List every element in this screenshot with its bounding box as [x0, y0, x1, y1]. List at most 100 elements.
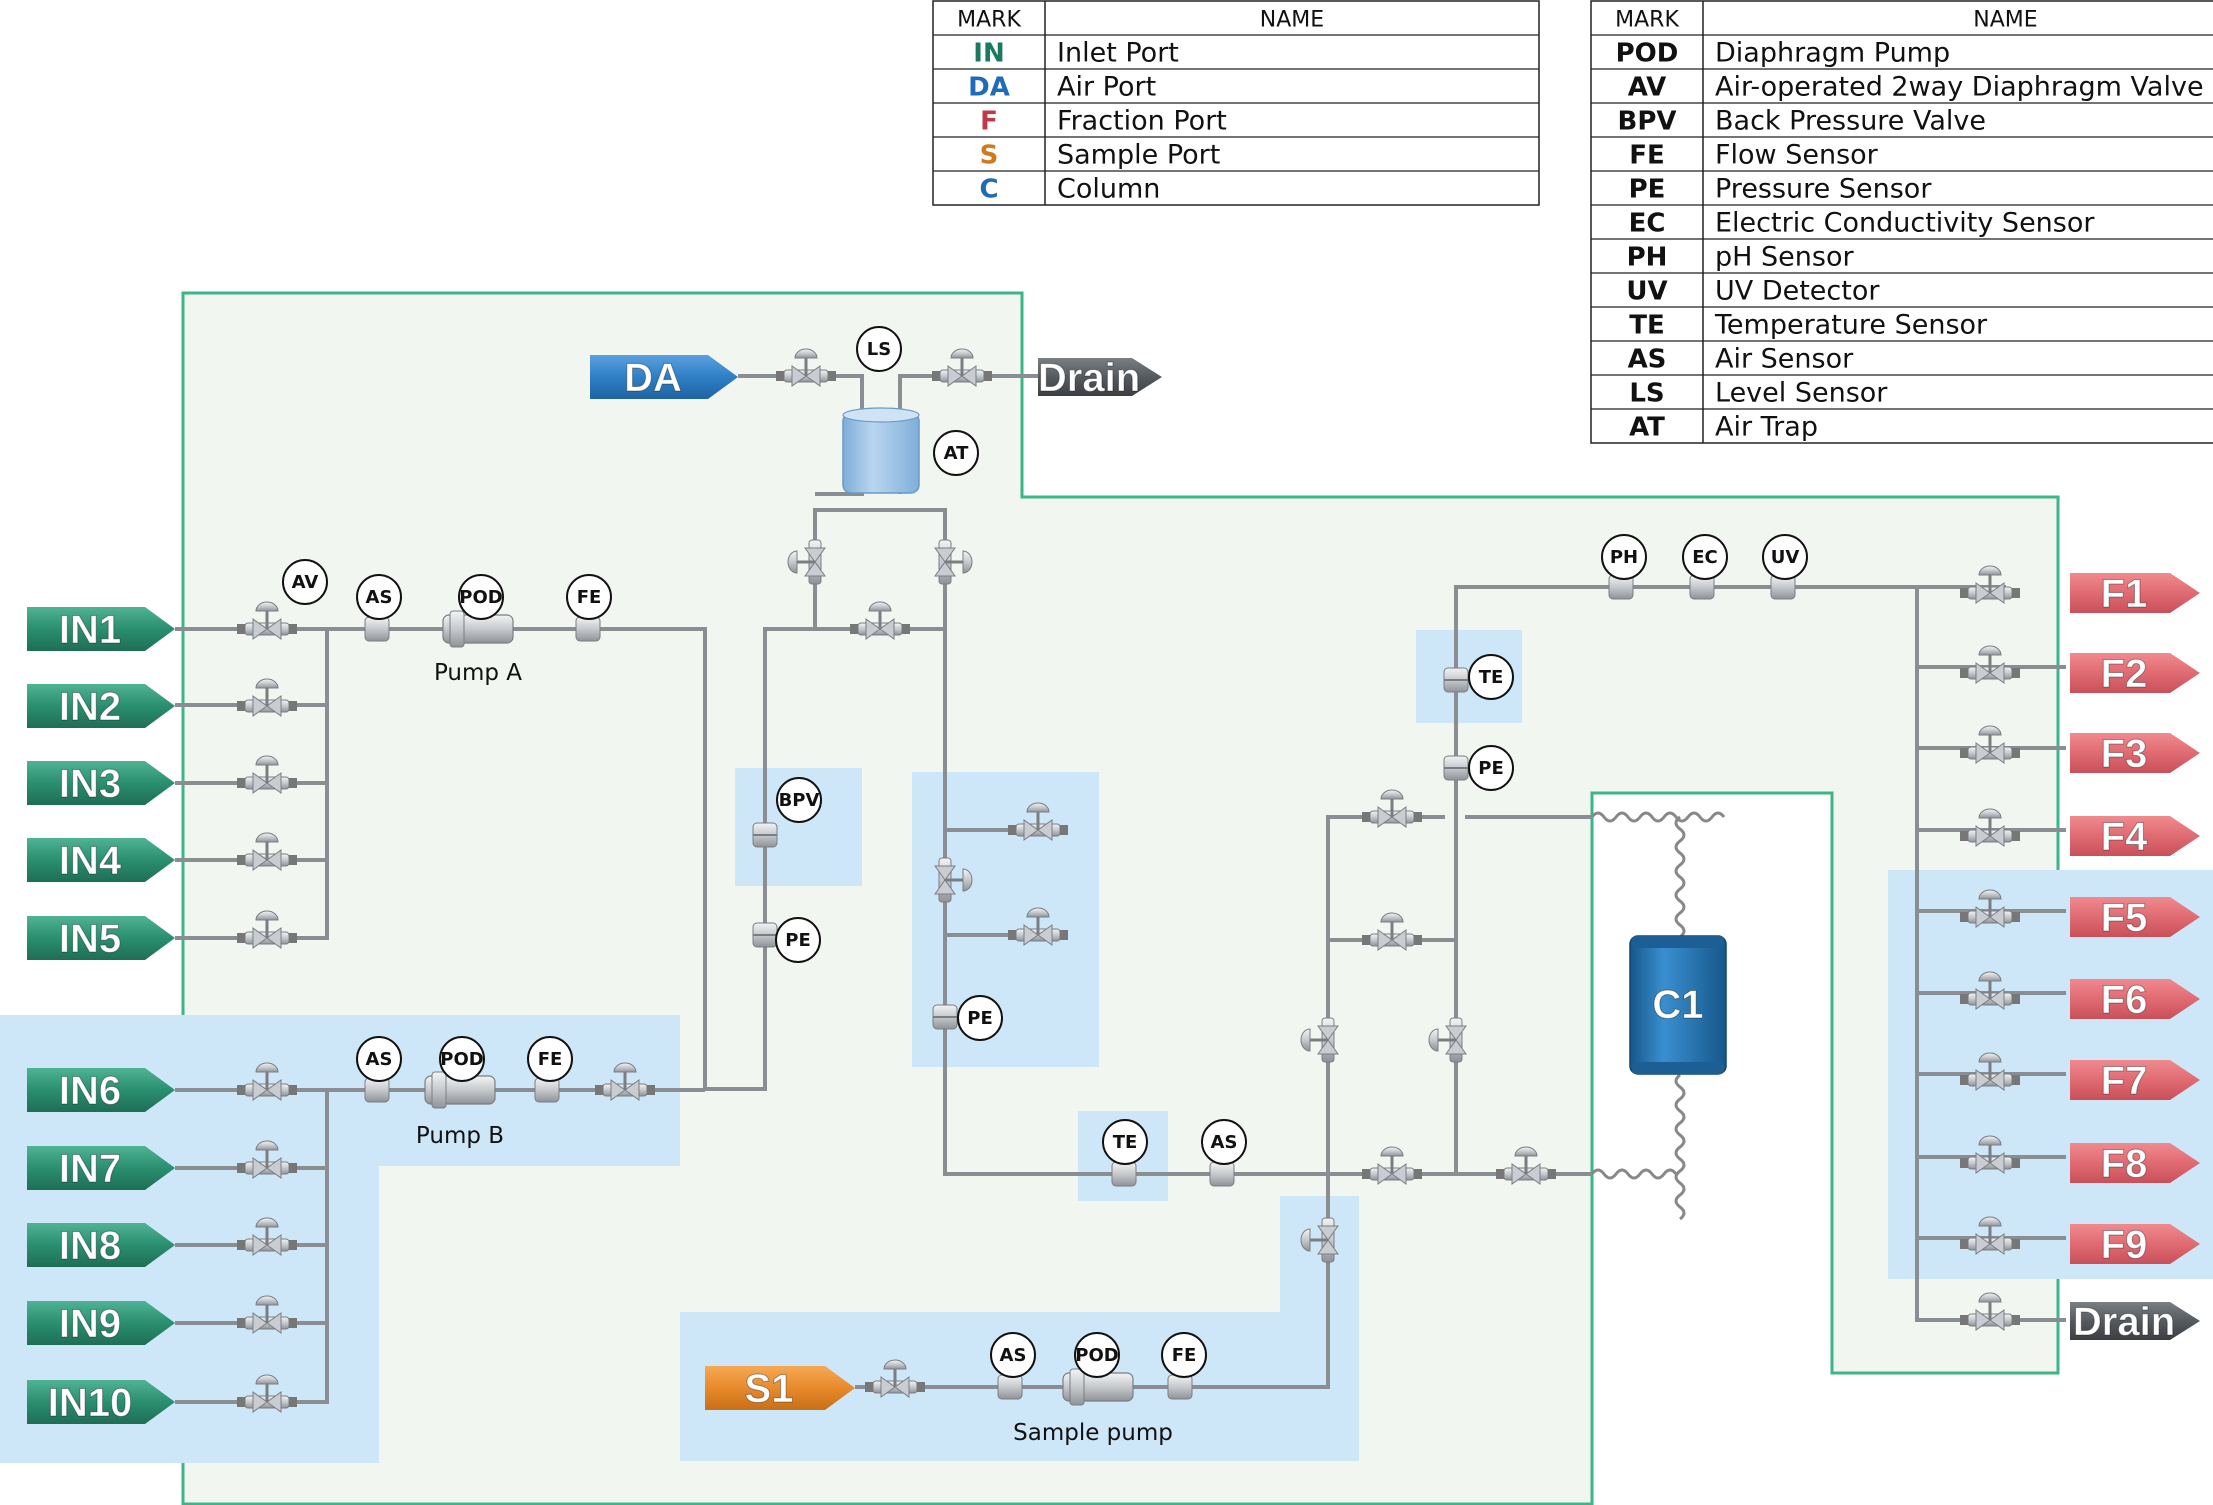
tag-pod-text: POD — [1075, 1345, 1118, 1366]
tag-as-text: AS — [366, 1049, 393, 1070]
inlet-port-in5: IN5 — [27, 916, 175, 962]
legend-mark: FE — [1629, 141, 1665, 171]
sample-port-s1-label: S1 — [745, 1367, 794, 1411]
tag-pe: PE — [775, 917, 821, 963]
tag-fe: FE — [1161, 1332, 1207, 1378]
inlet-av-valve — [237, 832, 297, 871]
legend-name: Air Trap — [1715, 412, 1818, 443]
fraction-port-f3: F3 — [2070, 732, 2200, 777]
zone-pump-b — [0, 1015, 680, 1463]
inlet-port-in7: IN7 — [27, 1146, 175, 1192]
av-valve — [776, 348, 836, 387]
tag-fe-text: FE — [538, 1049, 563, 1070]
fraction-port-f8: F8 — [2070, 1142, 2200, 1187]
flow-sensor — [575, 616, 601, 642]
inlet-av-valve — [237, 1217, 297, 1256]
av-valve — [1008, 802, 1068, 841]
av-valve — [1428, 1017, 1467, 1063]
tag-ls-text: LS — [867, 339, 891, 360]
av-valve — [1300, 1017, 1339, 1063]
temperature-sensor — [1111, 1161, 1137, 1187]
fraction-port-f6-label: F6 — [2101, 978, 2148, 1022]
tag-ph: PH — [1601, 534, 1647, 580]
legend-name: Sample Port — [1057, 140, 1220, 171]
av-valve — [934, 539, 973, 585]
inlet-av-valve — [237, 1140, 297, 1179]
inlet-av-valve — [237, 1295, 297, 1334]
fraction-av-valve — [1960, 725, 2020, 764]
tag-fe: FE — [527, 1036, 573, 1082]
legend-mark: DA — [968, 73, 1010, 103]
pump-b — [424, 1071, 496, 1109]
legend-name: Temperature Sensor — [1714, 310, 1988, 341]
legend-name: UV Detector — [1715, 276, 1880, 307]
tag-at-text: AT — [944, 443, 970, 464]
av-valve — [1008, 907, 1068, 946]
fraction-port-f3-label: F3 — [2101, 732, 2148, 776]
fraction-port-f2: F2 — [2070, 652, 2200, 697]
legend-mark: BPV — [1618, 107, 1677, 137]
drain-top-label: Drain — [1038, 356, 1140, 400]
legend-mark: POD — [1616, 39, 1679, 69]
pipe — [1078, 585, 2006, 1176]
fraction-av-valve — [1960, 889, 2020, 928]
legend-name: Air Sensor — [1715, 344, 1854, 375]
inlet-port-in8-label: IN8 — [59, 1224, 121, 1268]
legend-header-name: NAME — [1973, 8, 2037, 33]
legend-mark: PE — [1629, 175, 1666, 205]
tag-ph-text: PH — [1610, 547, 1638, 568]
legend-mark: AS — [1628, 345, 1667, 375]
drain-bottom: Drain — [2070, 1300, 2200, 1345]
pipe — [175, 629, 329, 940]
inlet-port-in2: IN2 — [27, 684, 175, 730]
pipe — [175, 1090, 329, 1404]
inlet-port-in4: IN4 — [27, 838, 175, 884]
drain-top: Drain — [1037, 356, 1162, 401]
tag-bpv: BPV — [776, 777, 822, 823]
legend-mark: S — [980, 141, 999, 171]
legend-mark: UV — [1626, 277, 1667, 307]
legend-name: Back Pressure Valve — [1715, 106, 1986, 137]
av-valve — [865, 1359, 925, 1398]
legend-mark: AV — [1628, 73, 1666, 103]
inlet-port-in1: IN1 — [27, 607, 175, 653]
fraction-port-f5: F5 — [2070, 896, 2200, 941]
tag-fe: FE — [566, 574, 612, 620]
legend-name: Level Sensor — [1715, 378, 1888, 409]
pressure-sensor — [1443, 755, 1469, 781]
air-sensor — [1209, 1161, 1235, 1187]
flow-sensor — [1167, 1374, 1193, 1400]
air-sensor — [997, 1374, 1023, 1400]
inlet-port-in7-label: IN7 — [59, 1147, 121, 1191]
av-valve — [1496, 1146, 1556, 1185]
air-port-da-label: DA — [624, 356, 682, 400]
inlet-port-in5-label: IN5 — [59, 917, 121, 961]
legend-mark: C — [979, 175, 998, 205]
tag-as-text: AS — [366, 587, 393, 608]
fraction-av-valve — [1960, 565, 2020, 604]
fraction-port-f7: F7 — [2070, 1059, 2200, 1104]
legend-header-name: NAME — [1260, 8, 1324, 33]
tag-pe: PE — [957, 995, 1003, 1041]
tag-fe-text: FE — [577, 587, 602, 608]
inlet-av-valve — [237, 1062, 297, 1101]
inlet-port-in10: IN10 — [27, 1380, 175, 1426]
tag-ls: LS — [856, 326, 902, 372]
inlet-av-valve — [237, 910, 297, 949]
temperature-sensor — [1443, 667, 1469, 693]
sample-port-s1: S1 — [705, 1366, 855, 1412]
tag-uv-text: UV — [1771, 547, 1800, 568]
inlet-port-in2-label: IN2 — [59, 685, 121, 729]
pump-b-label: Pump B — [416, 1123, 504, 1149]
fraction-port-f4: F4 — [2070, 815, 2200, 860]
legend-mark: IN — [973, 39, 1004, 69]
legend-header-mark: MARK — [957, 8, 1021, 33]
sample-pump-label: Sample pump — [1013, 1420, 1173, 1446]
air-port-da: DA — [590, 355, 738, 401]
tag-pe-text: PE — [967, 1008, 993, 1029]
inlet-port-in1-label: IN1 — [59, 608, 121, 652]
tag-ec: EC — [1682, 534, 1728, 580]
drain-bottom-label: Drain — [2073, 1300, 2175, 1344]
